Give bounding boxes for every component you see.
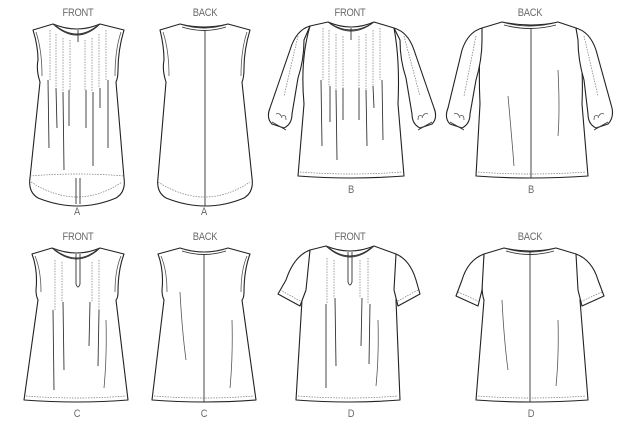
garment-d-back	[455, 247, 605, 403]
garment-d-front	[277, 245, 421, 403]
heading-d-front: FRONT	[334, 231, 366, 243]
heading-b-back: BACK	[517, 7, 543, 19]
view-label-a-back: A	[200, 206, 207, 218]
garment-b-back	[445, 21, 614, 179]
heading-a-back: BACK	[192, 7, 218, 19]
view-label-c-back: C	[200, 408, 208, 420]
view-label-b-front: B	[347, 184, 354, 196]
view-label-c-front: C	[73, 408, 81, 420]
heading-a-front: FRONT	[62, 7, 94, 19]
garment-a-front	[29, 23, 125, 207]
heading-b-front: FRONT	[334, 7, 366, 19]
view-label-a-front: A	[73, 206, 80, 218]
heading-d-back: BACK	[517, 231, 543, 243]
view-label-b-back: B	[527, 184, 534, 196]
garment-c-back	[151, 247, 257, 403]
garment-c-front	[23, 247, 129, 403]
heading-c-back: BACK	[192, 231, 218, 243]
view-label-d-back: D	[527, 408, 535, 420]
garment-a-back	[157, 23, 253, 207]
garment-b-front	[267, 21, 437, 179]
view-label-d-front: D	[347, 408, 355, 420]
heading-c-front: FRONT	[62, 231, 94, 243]
